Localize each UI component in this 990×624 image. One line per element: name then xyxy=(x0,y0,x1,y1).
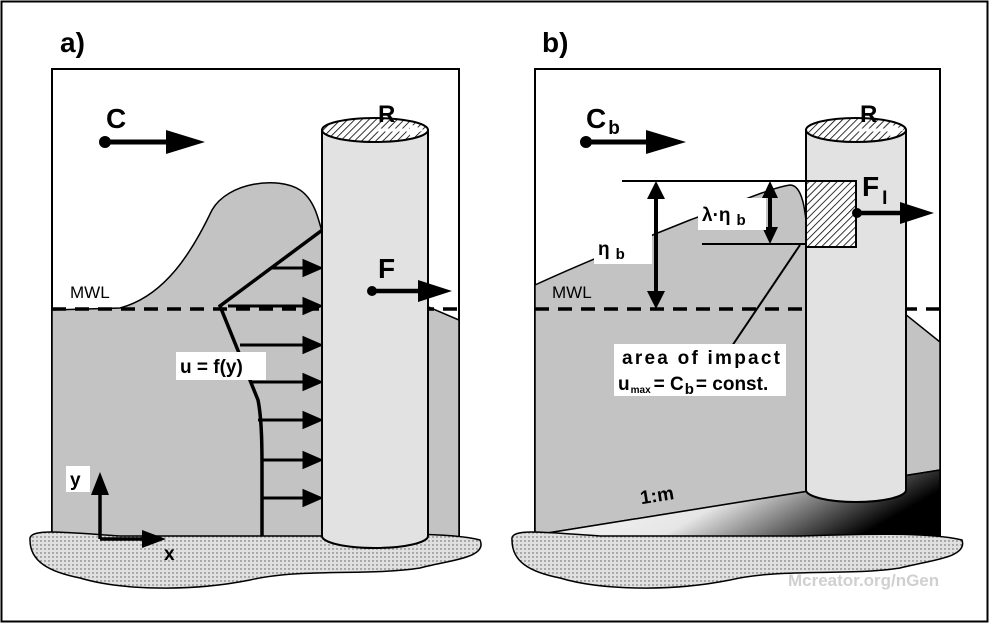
velocity-profile-curve xyxy=(217,226,327,539)
slope-label-group: 1:m xyxy=(632,474,704,510)
area-c-sub: b xyxy=(685,381,694,398)
eta-label-bg xyxy=(594,232,652,264)
slope-label-bg xyxy=(632,474,704,510)
panel-b-mwl-label: MWL xyxy=(552,283,592,302)
panel-a-force-arrowhead xyxy=(418,280,452,302)
eta-dimension xyxy=(647,181,665,309)
area-u-sub: max xyxy=(631,385,651,396)
velocity-profile-label-bg xyxy=(176,352,266,380)
panel-a-axes xyxy=(66,466,166,548)
area-of-impact-formula: umax= Cb= const. xyxy=(618,374,768,398)
impact-leader-line xyxy=(731,244,801,347)
panel-b-celerity-symbol: C xyxy=(586,103,606,134)
panel-a-force-label: F xyxy=(378,253,395,284)
panel-a-radius-label: R xyxy=(378,101,395,128)
panel-b-celerity-arrowhead xyxy=(646,130,686,154)
area-of-impact-box xyxy=(614,344,786,396)
panel-b-force-arrowhead xyxy=(900,202,934,224)
impact-area xyxy=(805,180,857,248)
panel-b-tag: b) xyxy=(542,27,568,58)
panel-a-axis-y-label: y xyxy=(70,470,81,491)
panel-a-celerity-label: C xyxy=(106,103,126,134)
panel-a-mwl-label: MWL xyxy=(70,283,110,302)
watermark: Mcreator.org/nGen xyxy=(788,571,939,590)
panel-a-tag: a) xyxy=(60,27,85,58)
panel-a-celerity-arrowhead xyxy=(166,130,205,154)
lambda-eta-label-bg xyxy=(698,198,766,230)
area-of-impact-title: area of impact xyxy=(622,348,781,369)
panel-b-force-symbol: F xyxy=(862,171,879,202)
velocity-profile-label: u = f(y) xyxy=(180,357,243,378)
panel-b-celerity-sub: b xyxy=(608,118,620,139)
lambda-eta-dimension xyxy=(762,181,778,244)
panel-b-sand xyxy=(511,531,964,589)
velocity-arrows xyxy=(228,258,324,508)
panel-a-cylinder xyxy=(321,129,429,549)
lambda-eta-symbol: λ·η xyxy=(702,205,731,226)
panel-b-radius-arrowhead xyxy=(890,124,904,136)
eta-sub: b xyxy=(616,246,625,263)
panel-a: a) MWL u = f(y) R xyxy=(29,27,482,589)
panel-a-axis-x-label: x xyxy=(164,544,175,565)
slope-label: 1:m xyxy=(639,483,676,509)
eta-symbol: η xyxy=(598,239,610,260)
area-eq-mid: = C xyxy=(654,374,684,395)
panel-a-radius-arrowhead xyxy=(410,124,424,136)
area-u-symbol: u xyxy=(618,374,630,395)
lambda-eta-label: λ·η b xyxy=(702,205,746,229)
panel-b-force-sub: I xyxy=(882,188,887,209)
area-eq-end: = const. xyxy=(696,374,768,395)
lambda-eta-sub: b xyxy=(737,212,746,229)
panel-b-radius-label: R xyxy=(860,101,877,128)
